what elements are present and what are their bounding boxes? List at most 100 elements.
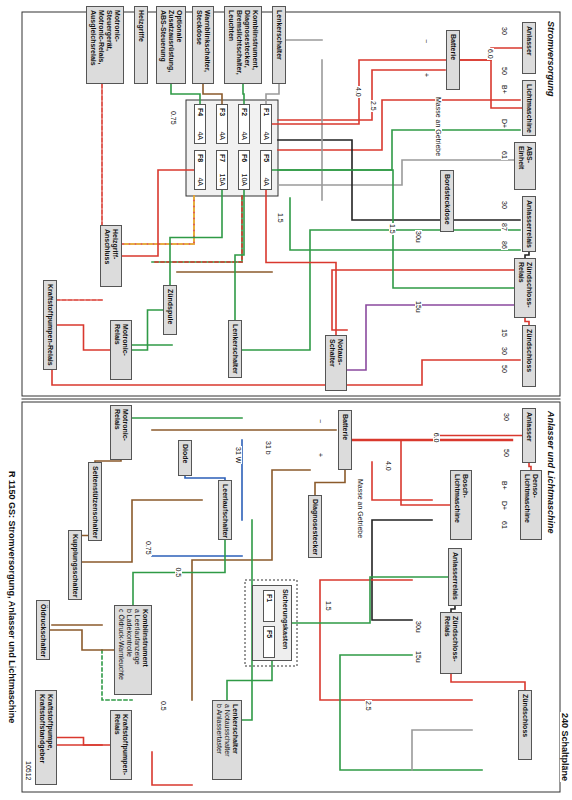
component-label: b Ladekontrolle bbox=[125, 609, 133, 691]
wire-connector bbox=[352, 440, 450, 505]
wire-connector bbox=[57, 738, 110, 746]
wire-connector bbox=[460, 48, 522, 60]
terminal-number: 87 bbox=[501, 222, 508, 232]
consumer-box: Warnblinkschalter, Steckdose bbox=[192, 6, 214, 84]
component-label: ABS-Einheit bbox=[517, 146, 533, 186]
component-label: Warnblinkschalter, Steckdose bbox=[195, 10, 211, 80]
wire-connector bbox=[266, 190, 336, 335]
terminal-number: 50 bbox=[501, 66, 508, 76]
component-label: Notaus-Schalter bbox=[328, 339, 344, 387]
switch-box: Lenkerschaltera Notausschalterb Anlasser… bbox=[212, 700, 242, 780]
ignition-switch-box: Zündschloss bbox=[522, 325, 536, 387]
wire-label: 1.5 bbox=[325, 600, 332, 612]
component-label: Zündschloss-Relais bbox=[443, 616, 459, 670]
wire-label: 6.0 bbox=[488, 48, 495, 60]
switch-box: Öldruckschalter bbox=[36, 600, 50, 660]
fuse-box: Sicherungskasten F1F5 bbox=[252, 585, 292, 661]
fuse-label: 4A bbox=[262, 177, 270, 186]
wire-connector bbox=[315, 470, 345, 495]
component-label: Lichtmaschine bbox=[525, 84, 533, 132]
wire-label: 6.0 bbox=[434, 432, 441, 444]
component-label: Anlasserrelais bbox=[451, 552, 459, 602]
ground-label: Masse an Getriebe bbox=[357, 478, 364, 539]
abs-unit-box: ABS-Einheit bbox=[514, 142, 536, 190]
diode-box: Diode bbox=[178, 440, 192, 476]
component-label: Diagnosestecker bbox=[311, 499, 319, 554]
terminal-number: 30 bbox=[501, 26, 508, 36]
terminal-number: 61 bbox=[501, 520, 508, 530]
fuse-label: 4A bbox=[218, 131, 226, 140]
fuse-label: 4A bbox=[196, 177, 204, 186]
wire-connector bbox=[170, 190, 222, 285]
component-label: Anlasser bbox=[525, 412, 533, 459]
terminal-number: 50 bbox=[501, 364, 508, 374]
fuse-label: F2 bbox=[240, 108, 248, 116]
terminal-number: D+ bbox=[501, 118, 508, 129]
component-label: Batterie bbox=[341, 414, 349, 466]
instrument-box: Kombiinstrumenta Leerlaufanzeigeb Ladeko… bbox=[114, 605, 152, 695]
terminal-number: D+ bbox=[501, 500, 508, 511]
component-label: Kombiinstrument bbox=[141, 609, 149, 691]
relay-box: Zündschloss-Relais bbox=[514, 258, 536, 318]
terminal-symbol: − bbox=[423, 38, 430, 44]
fuse-label: F1 bbox=[265, 594, 273, 602]
wire-connector bbox=[292, 577, 448, 623]
switch-box: Seitenstützenschalter bbox=[88, 462, 102, 541]
terminal-number: B+ bbox=[501, 84, 508, 95]
wire-connector bbox=[272, 170, 514, 288]
page-header: 240 Schaltpläne bbox=[560, 712, 569, 782]
component-label: Leerlaufschalter bbox=[221, 484, 229, 536]
ground-label: Masse an Getriebe bbox=[435, 96, 442, 157]
battery-box: Batterie bbox=[446, 30, 460, 90]
fuse-label: 10A bbox=[240, 174, 248, 186]
wire-label: 0.75 bbox=[145, 540, 152, 556]
relay-box: Motronic-Relais bbox=[110, 320, 132, 380]
wire-connector bbox=[460, 60, 522, 108]
starter-box: Anlasser bbox=[522, 408, 536, 463]
wire-label: 30u bbox=[415, 230, 422, 244]
component-label: Sicherungskasten bbox=[281, 589, 289, 657]
component-label: Kraftstoffpumpen-Relais bbox=[113, 714, 129, 776]
component-label: Anlasser bbox=[525, 26, 533, 70]
terminal-number: 61 bbox=[501, 150, 508, 160]
fuse-label: F1 bbox=[262, 108, 270, 116]
fuse-label: F6 bbox=[240, 154, 248, 162]
relay-box: Kraftstoffpumpen-Relais bbox=[110, 710, 132, 780]
component-label: Seitenstützenschalter bbox=[91, 466, 99, 537]
relay-box: Kraftstoffpumpen-Relais bbox=[43, 280, 57, 370]
consumer-box: Kombiinstrument, Diagnosestecker, Bremsl… bbox=[224, 6, 262, 84]
component-label: Motronic-Steuergerät, Motronic-Relais, A… bbox=[89, 10, 121, 80]
fuse: F24A bbox=[238, 104, 250, 144]
wire-connector bbox=[266, 84, 279, 104]
component-label: Heizgriffe bbox=[137, 10, 145, 80]
component-label: Denso-Lichtmaschine bbox=[523, 474, 539, 536]
terminal-symbol: + bbox=[317, 452, 324, 458]
wire-label: 0.5 bbox=[176, 567, 183, 579]
fuse-label: 4A bbox=[262, 131, 270, 140]
terminal-number: 30 bbox=[501, 346, 508, 356]
fuse: F8 4A bbox=[194, 150, 206, 190]
fuse-label: F8 bbox=[196, 154, 204, 162]
component-label: Lenkerschalter bbox=[231, 324, 239, 374]
terminal-number: 30 bbox=[501, 200, 508, 210]
terminal-number: 86 bbox=[501, 240, 508, 250]
wire-connector bbox=[50, 630, 114, 650]
coil-box: Zündspule bbox=[163, 285, 177, 335]
consumer-box: Motronic-Steuergerät, Motronic-Relais, A… bbox=[86, 6, 124, 84]
switch-box: Notaus-Schalter bbox=[325, 335, 347, 391]
wire-label: 1.5 bbox=[277, 212, 284, 224]
fuse-label: F5 bbox=[265, 630, 273, 638]
component-label: Bosch-Lichtmaschine bbox=[453, 474, 469, 536]
terminal-number: 50 bbox=[503, 448, 510, 458]
component-label: Optionale Zusatzausrüstung, ABS-Steuerun… bbox=[159, 10, 183, 80]
connector-box: Heizgriff-Anschluss bbox=[100, 225, 122, 287]
wire-connector bbox=[525, 318, 529, 325]
component-label: Kupplungsschalter bbox=[71, 534, 79, 596]
component-label: a Leerlaufanzeige bbox=[133, 609, 141, 691]
component-label: Anlasserrelais bbox=[525, 200, 533, 248]
alternator-box: Lichtmaschine bbox=[522, 80, 536, 136]
component-label: Motronic-Relais bbox=[113, 324, 129, 376]
wire-connector bbox=[203, 84, 222, 104]
